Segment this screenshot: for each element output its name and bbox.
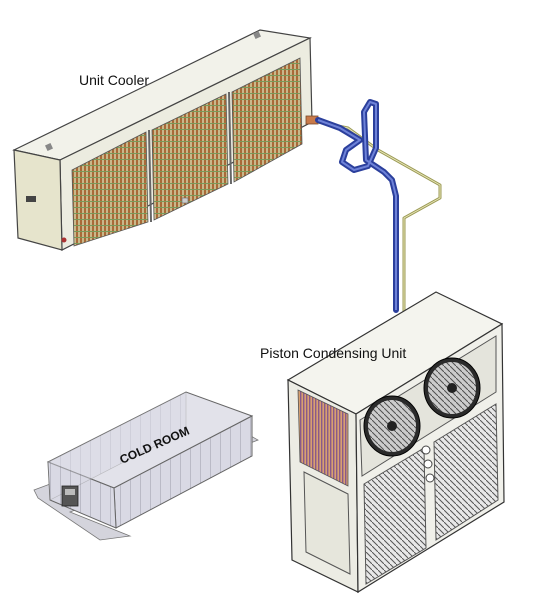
front-louver-panel [363,447,427,585]
condenser-coil [297,389,349,487]
condenser-fan [363,395,421,457]
hanger-bracket [45,143,53,151]
coil-section [71,131,149,247]
refrigerant-piping [315,99,442,313]
cold-room: COLD ROOM [33,391,259,541]
drain-fitting [61,237,67,243]
nameplate [26,196,36,202]
service-port [425,473,435,483]
front-louver-panel [433,403,499,541]
piston-condensing-unit: Piston Condensing Unit [260,291,505,594]
service-port [421,445,431,455]
unit-cooler: Unit Cooler [12,29,319,251]
hanger-bracket [253,31,261,39]
unit-cooler-label: Unit Cooler [79,72,149,88]
service-port [423,459,433,469]
side-access-panel [303,471,351,575]
coil-section [231,57,303,183]
coil-section [151,93,229,221]
condensing-unit-label: Piston Condensing Unit [260,345,406,361]
condenser-fan [423,357,481,419]
unit-cooler-end-panel [13,149,63,251]
